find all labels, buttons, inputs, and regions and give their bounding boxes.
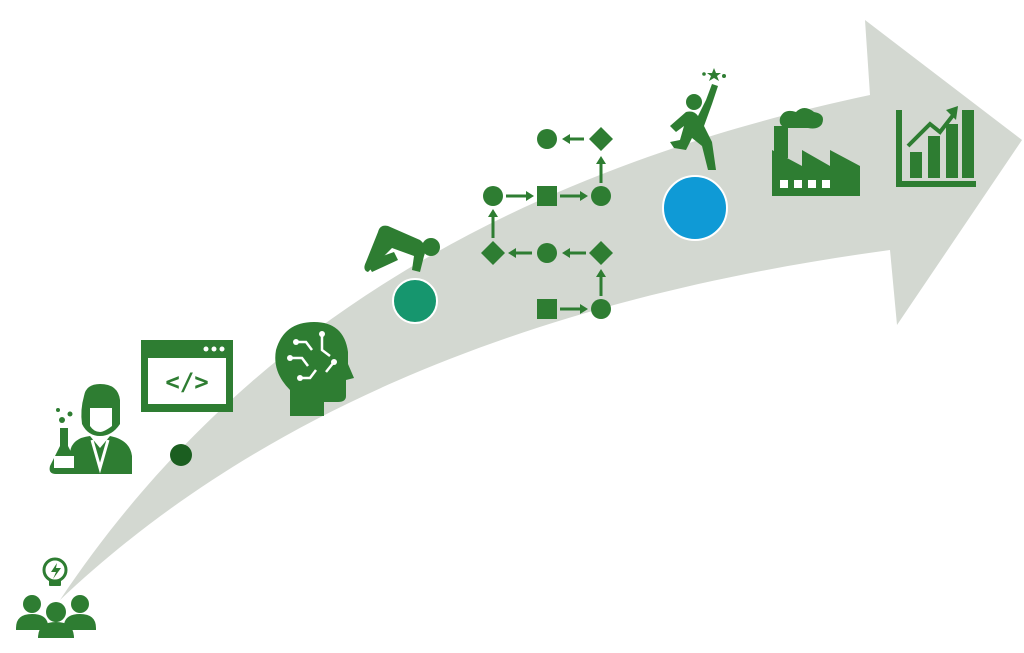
factory-icon [772,108,860,196]
code-window-icon: </> [141,340,233,412]
climbing-person-icon [364,225,440,272]
milestone-medium [392,278,438,324]
ai-head-icon [275,322,354,416]
code-label: </> [165,368,208,396]
growth-chart-icon [896,106,976,187]
team-idea-icon [16,557,96,638]
milestone-large [662,175,728,241]
milestone-small [170,444,192,466]
reaching-stars-icon [670,68,726,170]
scientist-lab-icon [49,384,132,474]
process-flow-icon [481,127,613,319]
